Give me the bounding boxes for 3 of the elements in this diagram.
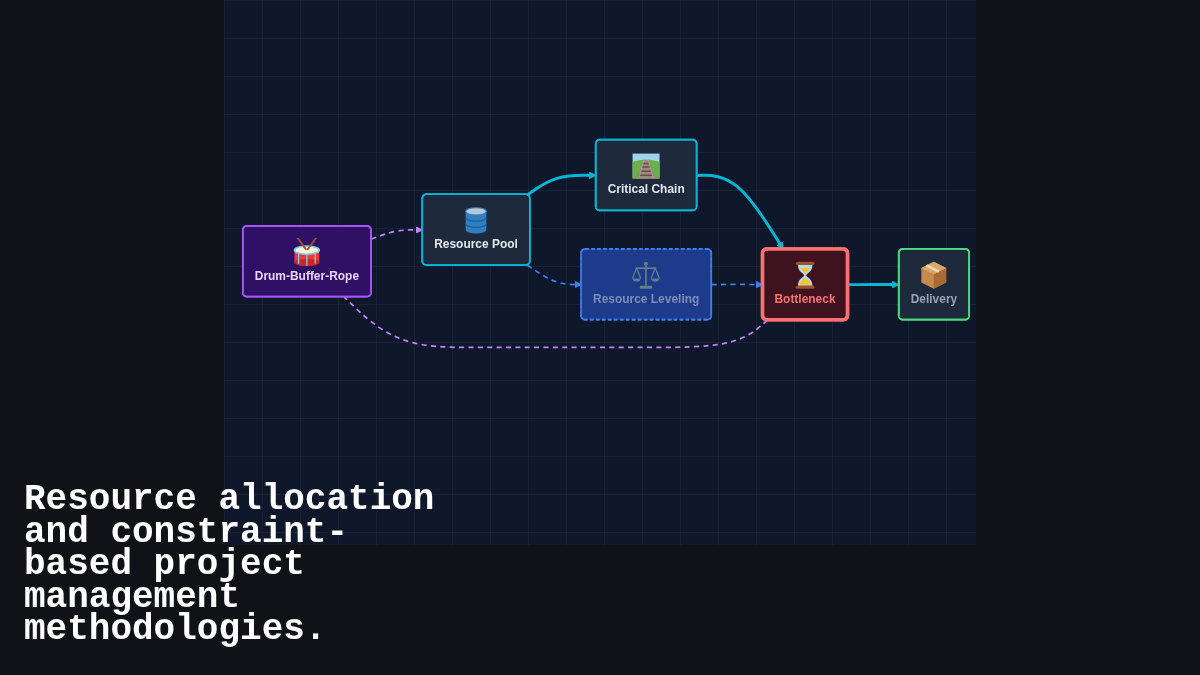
title: Resource allocation and constraint-based project management methodologies.: [24, 484, 436, 647]
arrow: [526, 264, 582, 289]
connector: [343, 296, 769, 349]
